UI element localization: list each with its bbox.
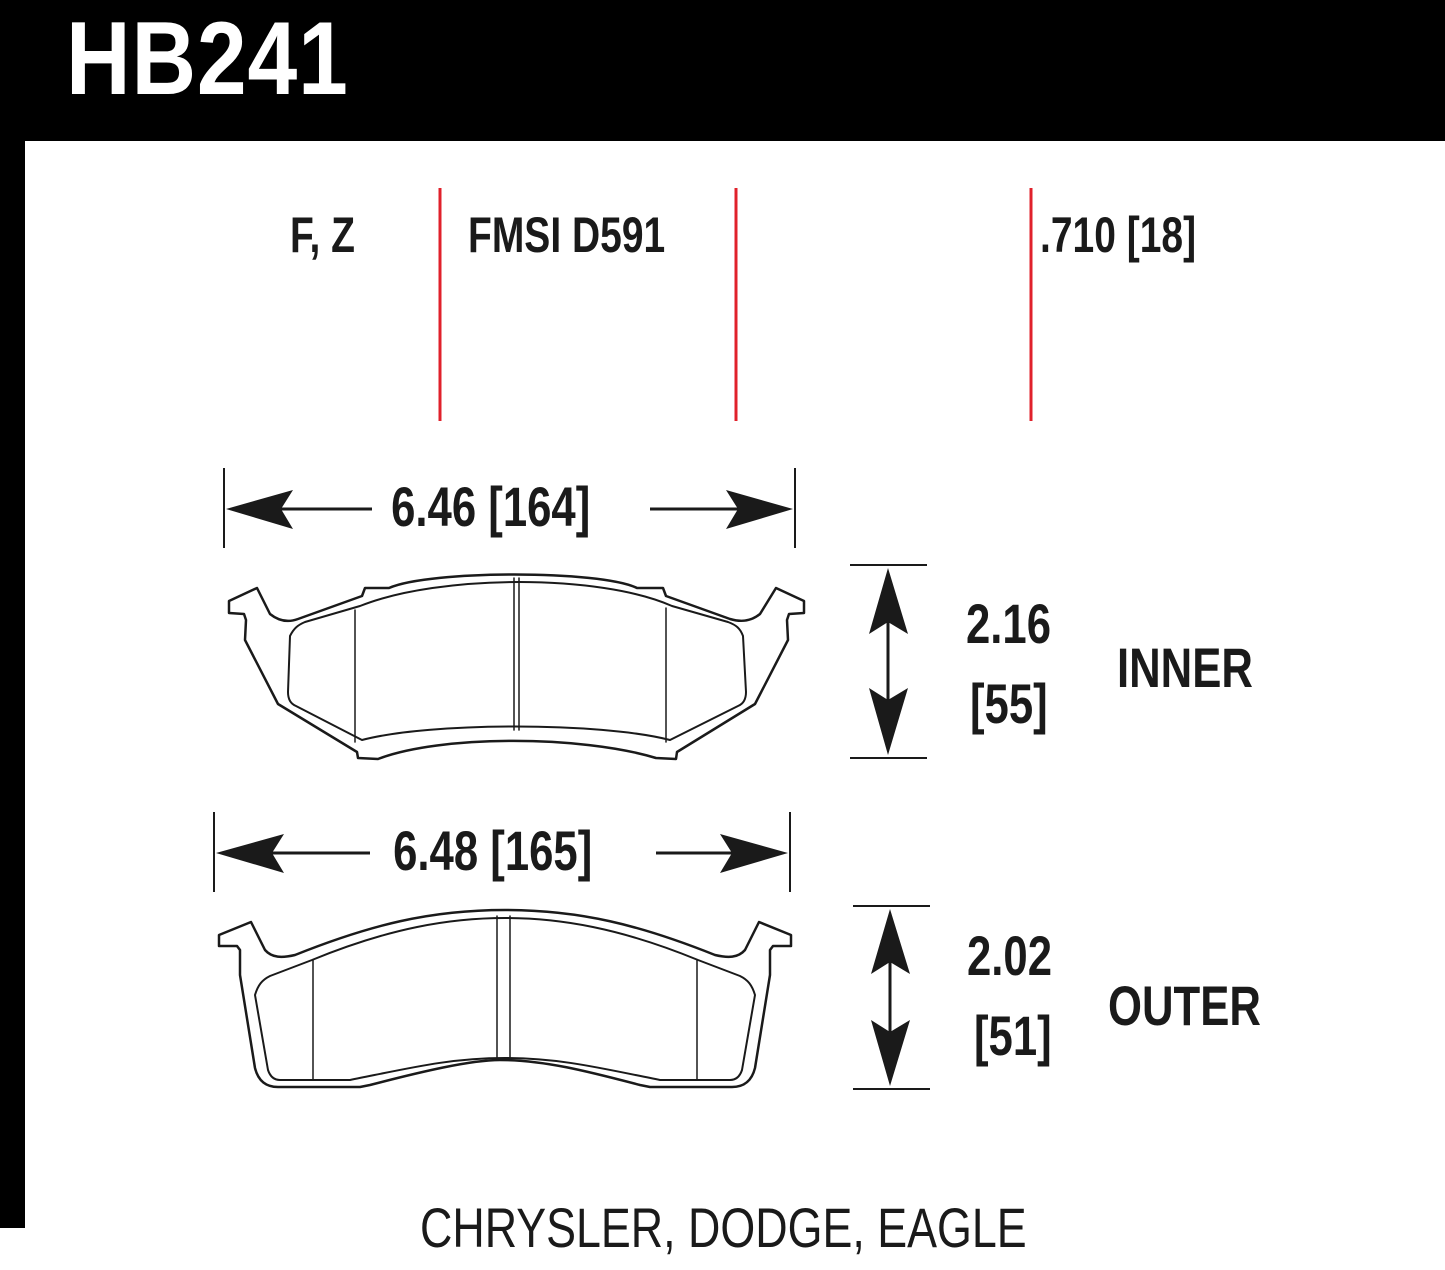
red-dividers bbox=[438, 188, 1033, 421]
inner-pad-label: INNER bbox=[1117, 636, 1253, 699]
fmsi-number: FMSI D591 bbox=[468, 207, 666, 263]
left-border bbox=[0, 0, 25, 1228]
outer-height-inches: 2.02 bbox=[967, 924, 1053, 987]
inner-height-dimension bbox=[850, 564, 927, 759]
arrow-up-icon bbox=[869, 568, 908, 634]
arrow-right-icon bbox=[720, 834, 788, 873]
inner-height-inches: 2.16 bbox=[966, 592, 1052, 655]
arrow-down-icon bbox=[869, 688, 908, 755]
outer-pad-drawing bbox=[217, 908, 793, 1089]
outer-height-mm: [51] bbox=[974, 1004, 1052, 1067]
inner-pad-drawing bbox=[227, 573, 806, 761]
arrow-left-icon bbox=[216, 834, 284, 873]
outer-width-label: 6.48 [165] bbox=[390, 821, 596, 881]
pad-thickness: .710 [18] bbox=[1040, 207, 1197, 263]
inner-height-mm: [55] bbox=[970, 672, 1048, 735]
compound-codes: F, Z bbox=[290, 207, 355, 263]
inner-width-label: 6.46 [164] bbox=[388, 477, 594, 537]
outer-height-dimension bbox=[853, 905, 930, 1090]
arrow-down-icon bbox=[871, 1020, 910, 1086]
arrow-right-icon bbox=[726, 490, 793, 529]
vehicle-applications: CHRYSLER, DODGE, EAGLE bbox=[420, 1196, 1027, 1259]
inner-width-dimension bbox=[223, 468, 796, 548]
header-bar bbox=[0, 0, 1445, 141]
arrow-up-icon bbox=[871, 909, 910, 974]
arrow-left-icon bbox=[226, 490, 293, 529]
outer-pad-label: OUTER bbox=[1108, 974, 1261, 1037]
part-number: HB241 bbox=[66, 1, 349, 117]
outer-width-dimension bbox=[213, 812, 791, 892]
